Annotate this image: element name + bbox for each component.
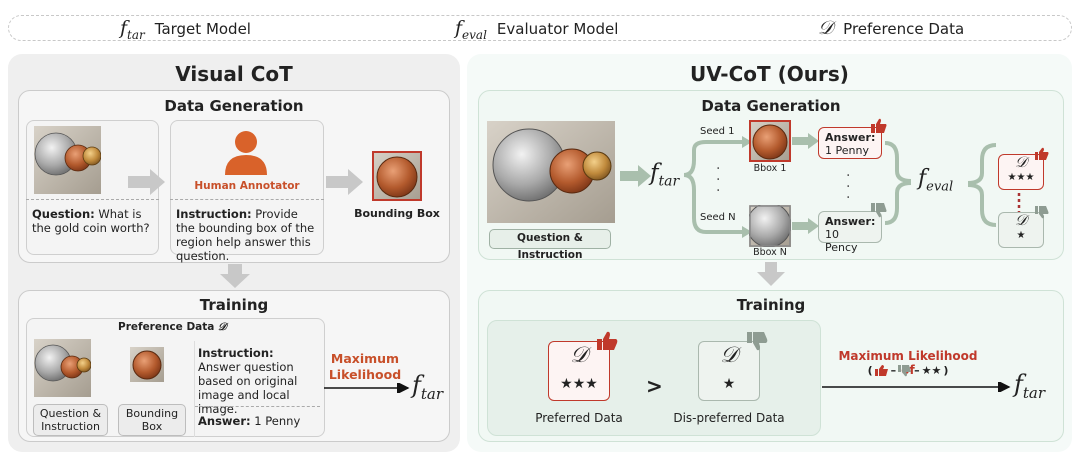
stars-one: ★ (1016, 230, 1026, 241)
section-title: Training (736, 296, 806, 314)
feval-symbol: feval (455, 17, 487, 42)
question-instruction-button: Question & Instruction (489, 229, 611, 261)
d-symbol: 𝒟 (570, 343, 588, 368)
ellipsis-dots: ... (716, 157, 721, 195)
dispreferred-data-label: Dis-preferred Data (673, 411, 785, 425)
split-bracket (967, 143, 997, 227)
annotator-label: Human Annotator (194, 180, 300, 192)
ftar-symbol: ftar (412, 371, 444, 403)
divider (170, 199, 324, 200)
bbox-n-image (749, 205, 791, 247)
thumbs-up-icon (1035, 147, 1049, 160)
bounding-box-label: Bounding Box (354, 207, 440, 220)
green-arrow (620, 165, 651, 187)
section-title: Training (199, 296, 269, 314)
preferred-data-label: Preferred Data (535, 411, 623, 425)
bbox-1-image (749, 120, 791, 162)
training-instruction-text: Instruction:Answer question based on ori… (198, 346, 298, 416)
thumbs-up-icon (597, 331, 618, 350)
stars-three: ★★★ (560, 376, 598, 392)
gray-down-arrow (220, 264, 250, 288)
coins-image (487, 121, 615, 223)
stars-three: ★★★ (1007, 172, 1035, 183)
coins-image (34, 126, 101, 194)
thumbs-up-icon (871, 118, 887, 133)
merge-bracket (885, 141, 912, 225)
bounding-box-tag: Bounding Box (118, 404, 186, 436)
seed-1-label: Seed 1 (700, 126, 735, 137)
thumbs-down-icon (898, 364, 912, 376)
green-arrow (792, 133, 819, 149)
legend-bar (8, 15, 1072, 41)
training-answer-text: Answer: 1 Penny (198, 414, 301, 428)
thumbs-up-icon (874, 364, 888, 376)
d-symbol: 𝒟 (720, 343, 738, 368)
ftar-symbol: ftar (120, 17, 145, 42)
answer-n-box: Answer:10 Pency (818, 211, 882, 254)
thumbs-down-icon (747, 332, 768, 351)
preferred-d-box (548, 341, 610, 401)
thumbs-down-icon (871, 203, 887, 218)
green-arrow (792, 218, 819, 234)
ftar-symbol: ftar (650, 160, 680, 190)
ftar-symbol: ftar (1014, 370, 1046, 402)
section-title: Data Generation (164, 97, 304, 115)
person-icon (225, 131, 267, 175)
bbox-1-label: Bbox 1 (753, 163, 787, 174)
black-arrow (822, 382, 1011, 392)
maximum-likelihood-label: Maximum Likelihood (328, 351, 402, 382)
bbox-image (130, 347, 164, 382)
preference-data-label: Preference Data 𝒟 (118, 321, 227, 333)
legend-label: Evaluator Model (496, 20, 619, 38)
legend-target-model: ftar Target Model (120, 17, 251, 42)
d-symbol: 𝒟 (1015, 153, 1027, 171)
divider (195, 406, 320, 407)
stars-one: ★ (722, 376, 736, 392)
divider (194, 341, 196, 437)
section-title: Data Generation (701, 97, 841, 115)
legend-label: Preference Data (843, 20, 965, 38)
preferred-d-box (998, 154, 1044, 190)
feval-symbol: feval (918, 166, 954, 195)
gray-arrow (326, 169, 363, 195)
d-symbol: 𝒟 (818, 17, 834, 39)
dispreferred-d-box (698, 341, 760, 401)
black-arrow (324, 383, 410, 393)
dispreferred-d-box (998, 212, 1044, 248)
ellipsis-dots: ... (846, 164, 851, 202)
ml-formula: ( – – ★★ ) (867, 364, 949, 377)
legend-preference-data: 𝒟 Preference Data (818, 17, 964, 39)
bbox-n-label: Bbox N (753, 247, 787, 258)
gray-down-arrow (757, 262, 785, 286)
question-text: Question: What is the gold coin worth? (32, 207, 150, 235)
greater-than-sign: > (646, 374, 663, 398)
d-symbol: 𝒟 (1015, 211, 1027, 229)
legend-evaluator-model: feval Evaluator Model (455, 17, 618, 42)
seed-branches (684, 136, 752, 238)
gray-arrow (128, 169, 165, 195)
divider (26, 199, 159, 200)
coins-image (34, 339, 91, 397)
panel-title: UV-CoT (Ours) (690, 62, 849, 86)
instruction-text: Instruction: Provide the bounding box of… (176, 207, 315, 263)
legend-label: Target Model (154, 20, 251, 38)
bbox-image (372, 151, 422, 201)
thumbs-down-icon (1035, 206, 1049, 219)
seed-n-label: Seed N (700, 212, 736, 223)
question-instruction-tag: Question & Instruction (33, 404, 108, 436)
panel-title: Visual CoT (175, 62, 293, 86)
